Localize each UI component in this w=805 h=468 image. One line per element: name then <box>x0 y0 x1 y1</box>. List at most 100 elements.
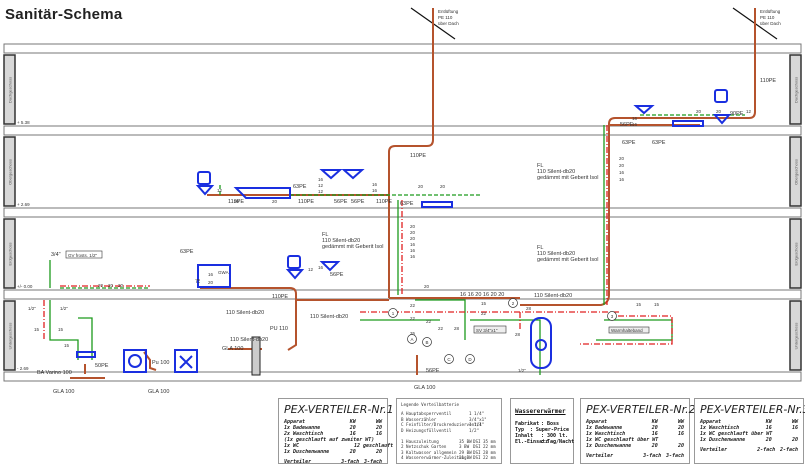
size-label: 12 <box>308 267 314 272</box>
sv-box <box>473 325 507 334</box>
vent-label: über Dach <box>438 21 459 26</box>
water-heater-key: Inhalt <box>515 433 534 439</box>
size-label: 16 <box>318 177 324 182</box>
size-label: 12 <box>746 109 752 114</box>
waste-stack-1 <box>388 8 434 298</box>
floor-tab <box>789 136 802 207</box>
pex-cell: 20 <box>651 425 658 431</box>
size-label: 20 <box>424 284 430 289</box>
fixtures <box>76 89 732 373</box>
size-label: 15 <box>64 343 70 348</box>
legend-cell: D Heizungsfüllventil <box>401 427 452 433</box>
size-label: 1/2" <box>28 306 36 311</box>
floor-tab <box>789 300 802 371</box>
vent-label: Entlüftung <box>760 9 781 14</box>
size-label: 20 <box>118 283 124 288</box>
size-label: 16 <box>632 116 638 121</box>
legend-cell: 3 Kaltwasser allgemein <box>401 449 457 455</box>
size-label: 16 <box>619 177 625 182</box>
water-heater-row: Fabrikat: Boss <box>515 421 569 427</box>
pipe-label: 90PE <box>730 111 744 117</box>
marker-A <box>407 334 417 344</box>
legend-cell: DSI <box>473 439 481 445</box>
floor-tab <box>789 218 802 289</box>
size-label: 20 <box>410 236 416 241</box>
wc-tank-og <box>197 171 211 185</box>
water-heater-key: Fabrikat <box>515 421 540 427</box>
dryer-cross <box>179 355 193 369</box>
gv-frost-label: GV frosts. 1/2" <box>68 253 98 258</box>
waste-pipes <box>70 8 756 379</box>
legend-title: Legende Verteilbatterie <box>401 402 459 407</box>
floor-tab-label: Untergeschoss <box>8 323 13 350</box>
size-label: 16 <box>410 248 416 253</box>
pipe-label: GLA 100 <box>53 389 74 395</box>
floor-level: + 5.38 <box>17 120 30 125</box>
size-label: 12 <box>318 189 324 194</box>
washing-machine-drum <box>128 354 142 368</box>
size-label: 20 <box>272 199 278 204</box>
pipe-label: 63PE <box>400 201 414 207</box>
pipe-label: 63PE <box>652 140 666 146</box>
pex-cell: (1x geschlauft auf zweiter WT) <box>284 437 375 443</box>
legend-cell: 28 mm <box>483 449 496 455</box>
marker-label: C <box>447 357 451 362</box>
size-label: 16 <box>372 182 378 187</box>
floor-tab-label: Obergeschoss <box>794 159 799 185</box>
marker-B <box>422 337 432 347</box>
floor-tab <box>3 54 16 125</box>
pipe-label: 110PE <box>410 153 426 159</box>
pipe-label: 56PE <box>330 272 344 278</box>
pex-cell: 16 <box>677 431 684 437</box>
cold-riser <box>397 125 605 305</box>
legend-cell: 1 1/4" <box>469 422 485 428</box>
size-label: 22 <box>410 303 416 308</box>
shower-dg <box>672 120 704 127</box>
size-label: 28 <box>454 326 460 331</box>
pipe-label: 63PE <box>293 184 307 190</box>
pex-cell: Verteiler <box>586 453 614 459</box>
floor-tab-label: Untergeschoss <box>794 323 799 350</box>
wc-bowl-dg <box>712 114 732 125</box>
water-heater-value: : Boss <box>541 421 560 427</box>
size-label: 20 <box>108 283 114 288</box>
pex-cell: 1x WC geschlauft über WT <box>700 431 773 437</box>
pipe-label: Pu 100 <box>152 360 169 366</box>
size-label: 15 <box>636 302 642 307</box>
pex-cell: 16 <box>791 425 798 431</box>
size-label: 1/2" <box>518 368 526 373</box>
pex-cell: 20 <box>349 449 356 455</box>
size-label: 15 <box>34 327 40 332</box>
water-heater-row: Inhalt: 300 lt. <box>515 433 569 439</box>
size-label: 20 <box>98 283 104 288</box>
water-heater-key: Typ <box>515 427 525 433</box>
pipe-label: GLA 100 <box>414 385 435 391</box>
water-heater-title: Wassererwärmer <box>515 408 566 415</box>
floor-tab-label: Erdgeschoss <box>8 242 13 265</box>
size-label: 20 <box>208 280 214 285</box>
pipe-label: 56PE <box>620 122 634 128</box>
washbasin-og-2 <box>341 169 365 180</box>
pipe-label: 56PE <box>351 199 365 205</box>
pex-cell: 1x Waschtisch <box>700 425 740 431</box>
bathtub-og <box>233 187 291 199</box>
water-heater-row: Typ: Super-Price <box>515 427 569 433</box>
legend-cell: 3/4"x1" <box>469 416 487 422</box>
legend-cell: 35 BW <box>459 439 472 445</box>
size-label: 16 <box>208 272 214 277</box>
legend-cell: 2 Netzschuk Garten <box>401 444 447 450</box>
pex-cell: 1x Badewanne <box>586 425 623 431</box>
warmhalteband-label: Warmhalteband <box>611 328 643 333</box>
